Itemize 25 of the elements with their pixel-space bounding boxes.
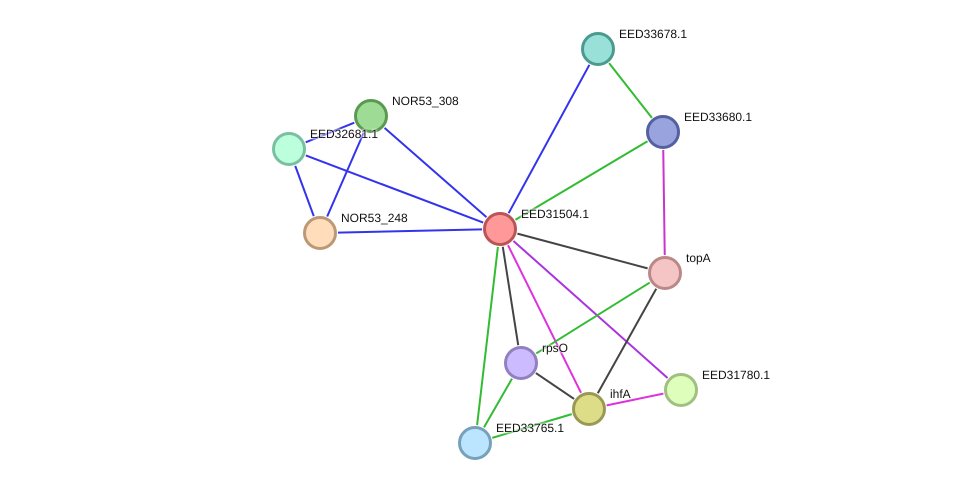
interaction-line xyxy=(508,64,590,214)
interaction-line xyxy=(512,240,668,379)
protein-label: NOR53_308 xyxy=(392,94,459,108)
protein-label: EED33678.1 xyxy=(619,27,688,41)
interaction-line xyxy=(608,62,653,118)
interaction-line xyxy=(305,154,484,224)
interaction-line xyxy=(535,372,575,400)
protein-label: EED33680.1 xyxy=(684,110,752,124)
interaction-line xyxy=(662,150,666,256)
interaction-line xyxy=(507,244,582,394)
interaction-line xyxy=(514,140,648,221)
interaction-line xyxy=(338,228,482,234)
interaction-line xyxy=(476,246,499,426)
interaction-line xyxy=(384,127,488,218)
protein-label: ihfA xyxy=(610,387,631,401)
protein-label: topA xyxy=(686,251,711,265)
interaction-line xyxy=(606,392,664,406)
interaction-line xyxy=(596,288,658,394)
protein-label: EED31780.1 xyxy=(702,368,770,382)
protein-label: NOR53_248 xyxy=(341,211,408,225)
interaction-line xyxy=(483,378,513,428)
interaction-line xyxy=(536,282,650,354)
interaction-line xyxy=(294,166,315,216)
interaction-line xyxy=(502,246,520,346)
interaction-line xyxy=(517,232,648,270)
